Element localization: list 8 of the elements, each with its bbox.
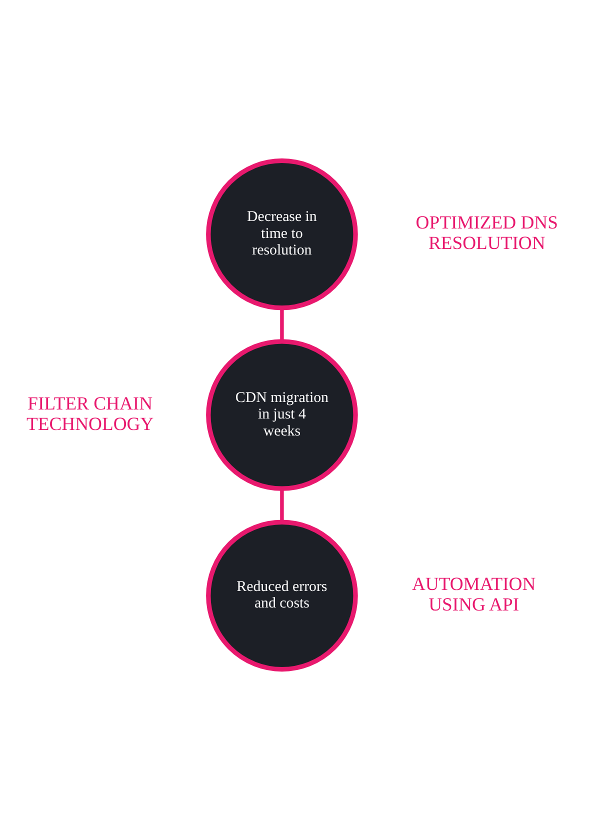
connector xyxy=(280,488,284,522)
node-circle: Reduced errors and costs xyxy=(206,520,358,672)
node-label: AUTOMATION USING API xyxy=(412,574,536,616)
node-circle: CDN migration in just 4 weeks xyxy=(206,339,358,491)
connector xyxy=(280,308,284,342)
node-label: OPTIMIZED DNS RESOLUTION xyxy=(416,212,558,254)
node-circle: Decrease in time to resolution xyxy=(206,158,358,310)
node-label: FILTER CHAIN TECHNOLOGY xyxy=(26,393,154,435)
